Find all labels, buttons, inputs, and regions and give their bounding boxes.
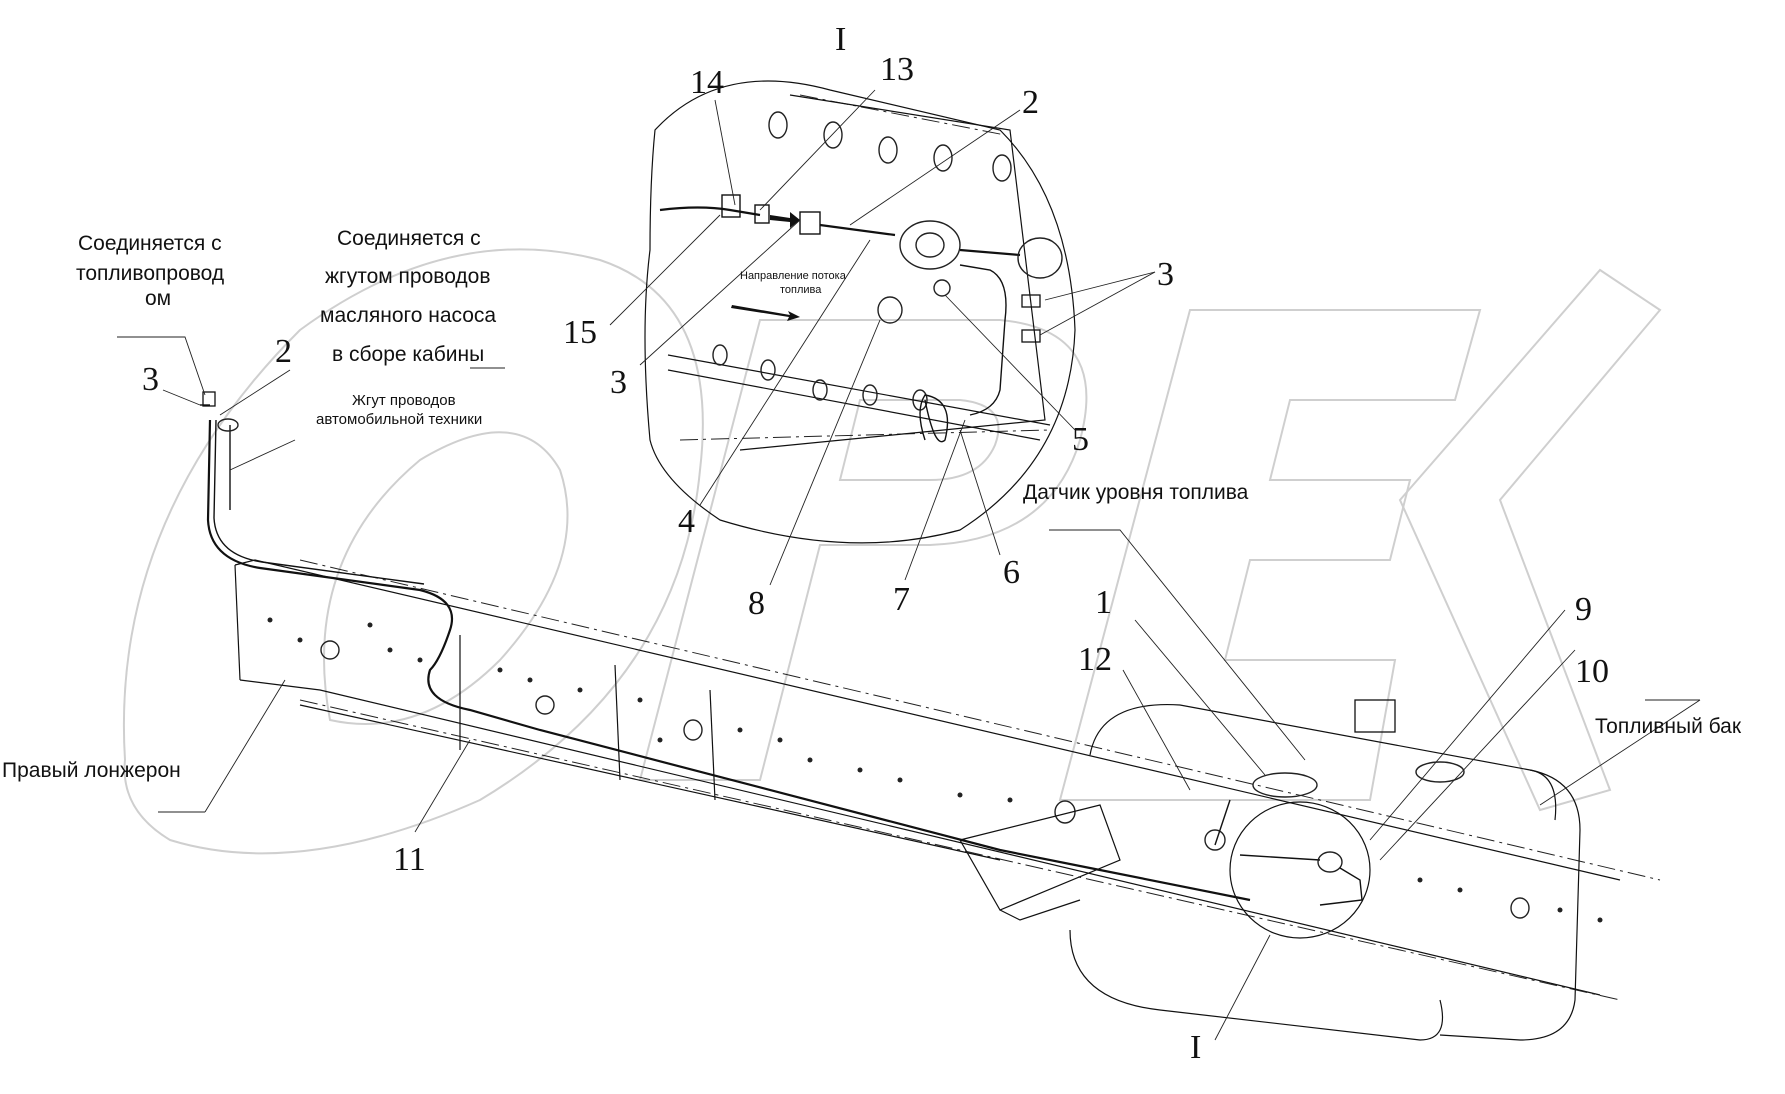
fuel-tank-label: Топливный бак xyxy=(1595,715,1742,738)
harness-line1: Жгут проводов xyxy=(352,392,456,409)
flow-direction-line2: топлива xyxy=(780,284,822,296)
connect-harness-line2: жгутом проводов xyxy=(325,265,491,288)
callout-3-right: 3 xyxy=(1157,256,1174,293)
text-labels: Соединяется с топливопровод ом Соединяет… xyxy=(2,21,1742,1066)
harness-line2: автомобильной техники xyxy=(316,411,482,428)
callout-5: 5 xyxy=(1072,421,1089,458)
callout-7: 7 xyxy=(893,581,910,618)
fuel-line-route xyxy=(200,391,1251,902)
tank-detail-circle xyxy=(1229,801,1371,939)
callout-10: 10 xyxy=(1575,653,1609,690)
callout-6: 6 xyxy=(1003,554,1020,591)
callout-numbers: 14 13 2 3 15 3 4 8 5 6 7 1 12 9 10 11 3 … xyxy=(142,51,1609,878)
callout-2-top: 2 xyxy=(1022,84,1039,121)
callout-3-left: 3 xyxy=(142,361,159,398)
view-mark-bottom: I xyxy=(1190,1029,1201,1066)
frame-rail xyxy=(234,559,1661,1001)
connect-harness-line1: Соединяется с xyxy=(337,227,481,250)
cross-member xyxy=(959,804,1121,921)
detail-view-circle xyxy=(644,80,1076,544)
leader-lines xyxy=(117,89,1701,1041)
fuel-tank xyxy=(1069,699,1581,1041)
callout-11: 11 xyxy=(393,841,426,878)
callout-3-mid: 3 xyxy=(610,364,627,401)
callout-15: 15 xyxy=(563,314,597,351)
connect-fuel-line-line3: ом xyxy=(145,287,171,310)
callout-13: 13 xyxy=(880,51,914,88)
connect-fuel-line-line2: топливопровод xyxy=(76,262,224,285)
connect-fuel-line-line1: Соединяется с xyxy=(78,232,222,255)
flow-direction-line1: Направление потока xyxy=(740,270,847,282)
callout-12: 12 xyxy=(1078,641,1112,678)
connect-harness-line4: в сборе кабины xyxy=(332,343,484,366)
right-side-member-label: Правый лонжерон xyxy=(2,759,181,782)
fuel-level-sensor-label: Датчик уровня топлива xyxy=(1023,481,1249,504)
view-mark-top: I xyxy=(835,21,846,58)
callout-2-left: 2 xyxy=(275,333,292,370)
callout-9: 9 xyxy=(1575,591,1592,628)
watermark xyxy=(122,248,1662,855)
connect-harness-line3: масляного насоса xyxy=(320,304,496,327)
callout-1: 1 xyxy=(1095,584,1112,621)
callout-8: 8 xyxy=(748,585,765,622)
callout-14: 14 xyxy=(690,64,724,101)
callout-4: 4 xyxy=(678,503,695,540)
